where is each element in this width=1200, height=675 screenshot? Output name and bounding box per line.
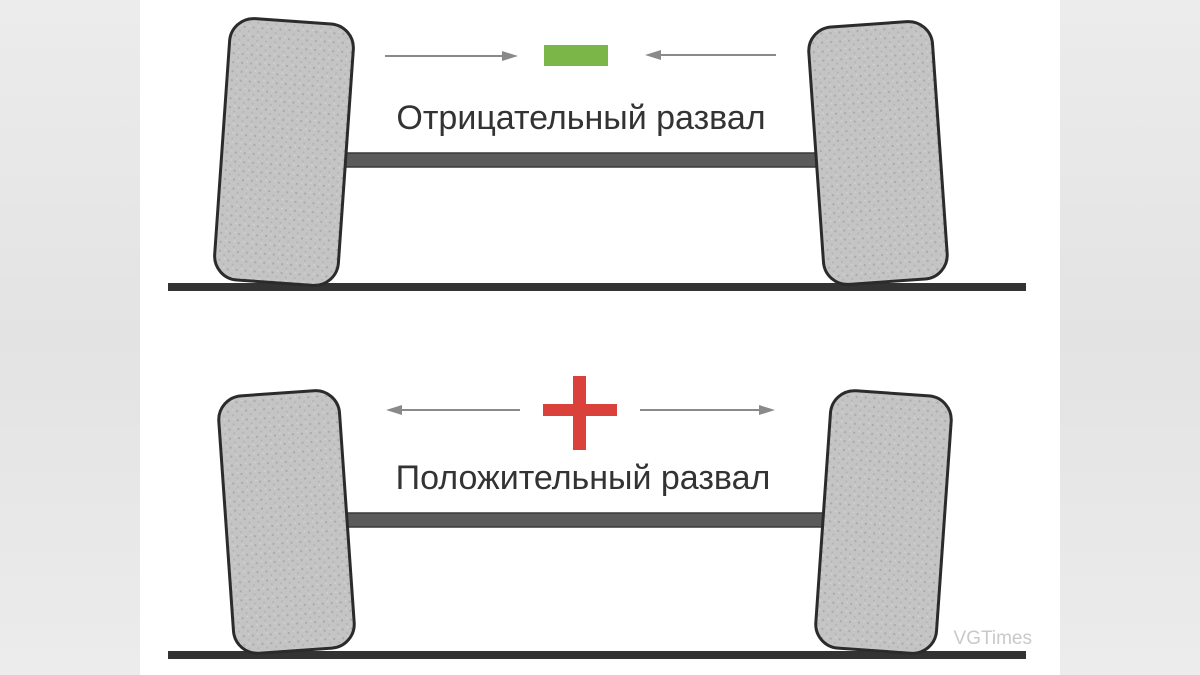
- arrow-right-inward-head: [645, 50, 661, 60]
- wheel-right-bottom: [814, 389, 953, 655]
- positive-camber-group: Положительный развал: [168, 376, 1026, 659]
- positive-camber-label: Положительный развал: [396, 459, 771, 497]
- wheel-left-bottom: [217, 389, 356, 655]
- minus-sign: [544, 45, 608, 66]
- axle-bottom: [334, 512, 831, 528]
- ground-line-top: [168, 283, 1026, 291]
- ground-line-bottom: [168, 651, 1026, 659]
- blurred-side-right: [1060, 0, 1200, 675]
- arrow-left-inward-head: [502, 51, 518, 61]
- blurred-side-left: [0, 0, 140, 675]
- arrow-left-outward-head: [386, 405, 402, 415]
- negative-camber-label: Отрицательный развал: [396, 99, 765, 137]
- wheel-left-top: [213, 17, 355, 287]
- arrow-right-outward-head: [759, 405, 775, 415]
- axle-top: [329, 152, 829, 168]
- watermark-logo: VGTimes: [954, 628, 1032, 649]
- plus-sign-vertical: [573, 376, 586, 450]
- wheel-right-top: [807, 20, 949, 286]
- negative-camber-group: Отрицательный развал: [168, 17, 1026, 291]
